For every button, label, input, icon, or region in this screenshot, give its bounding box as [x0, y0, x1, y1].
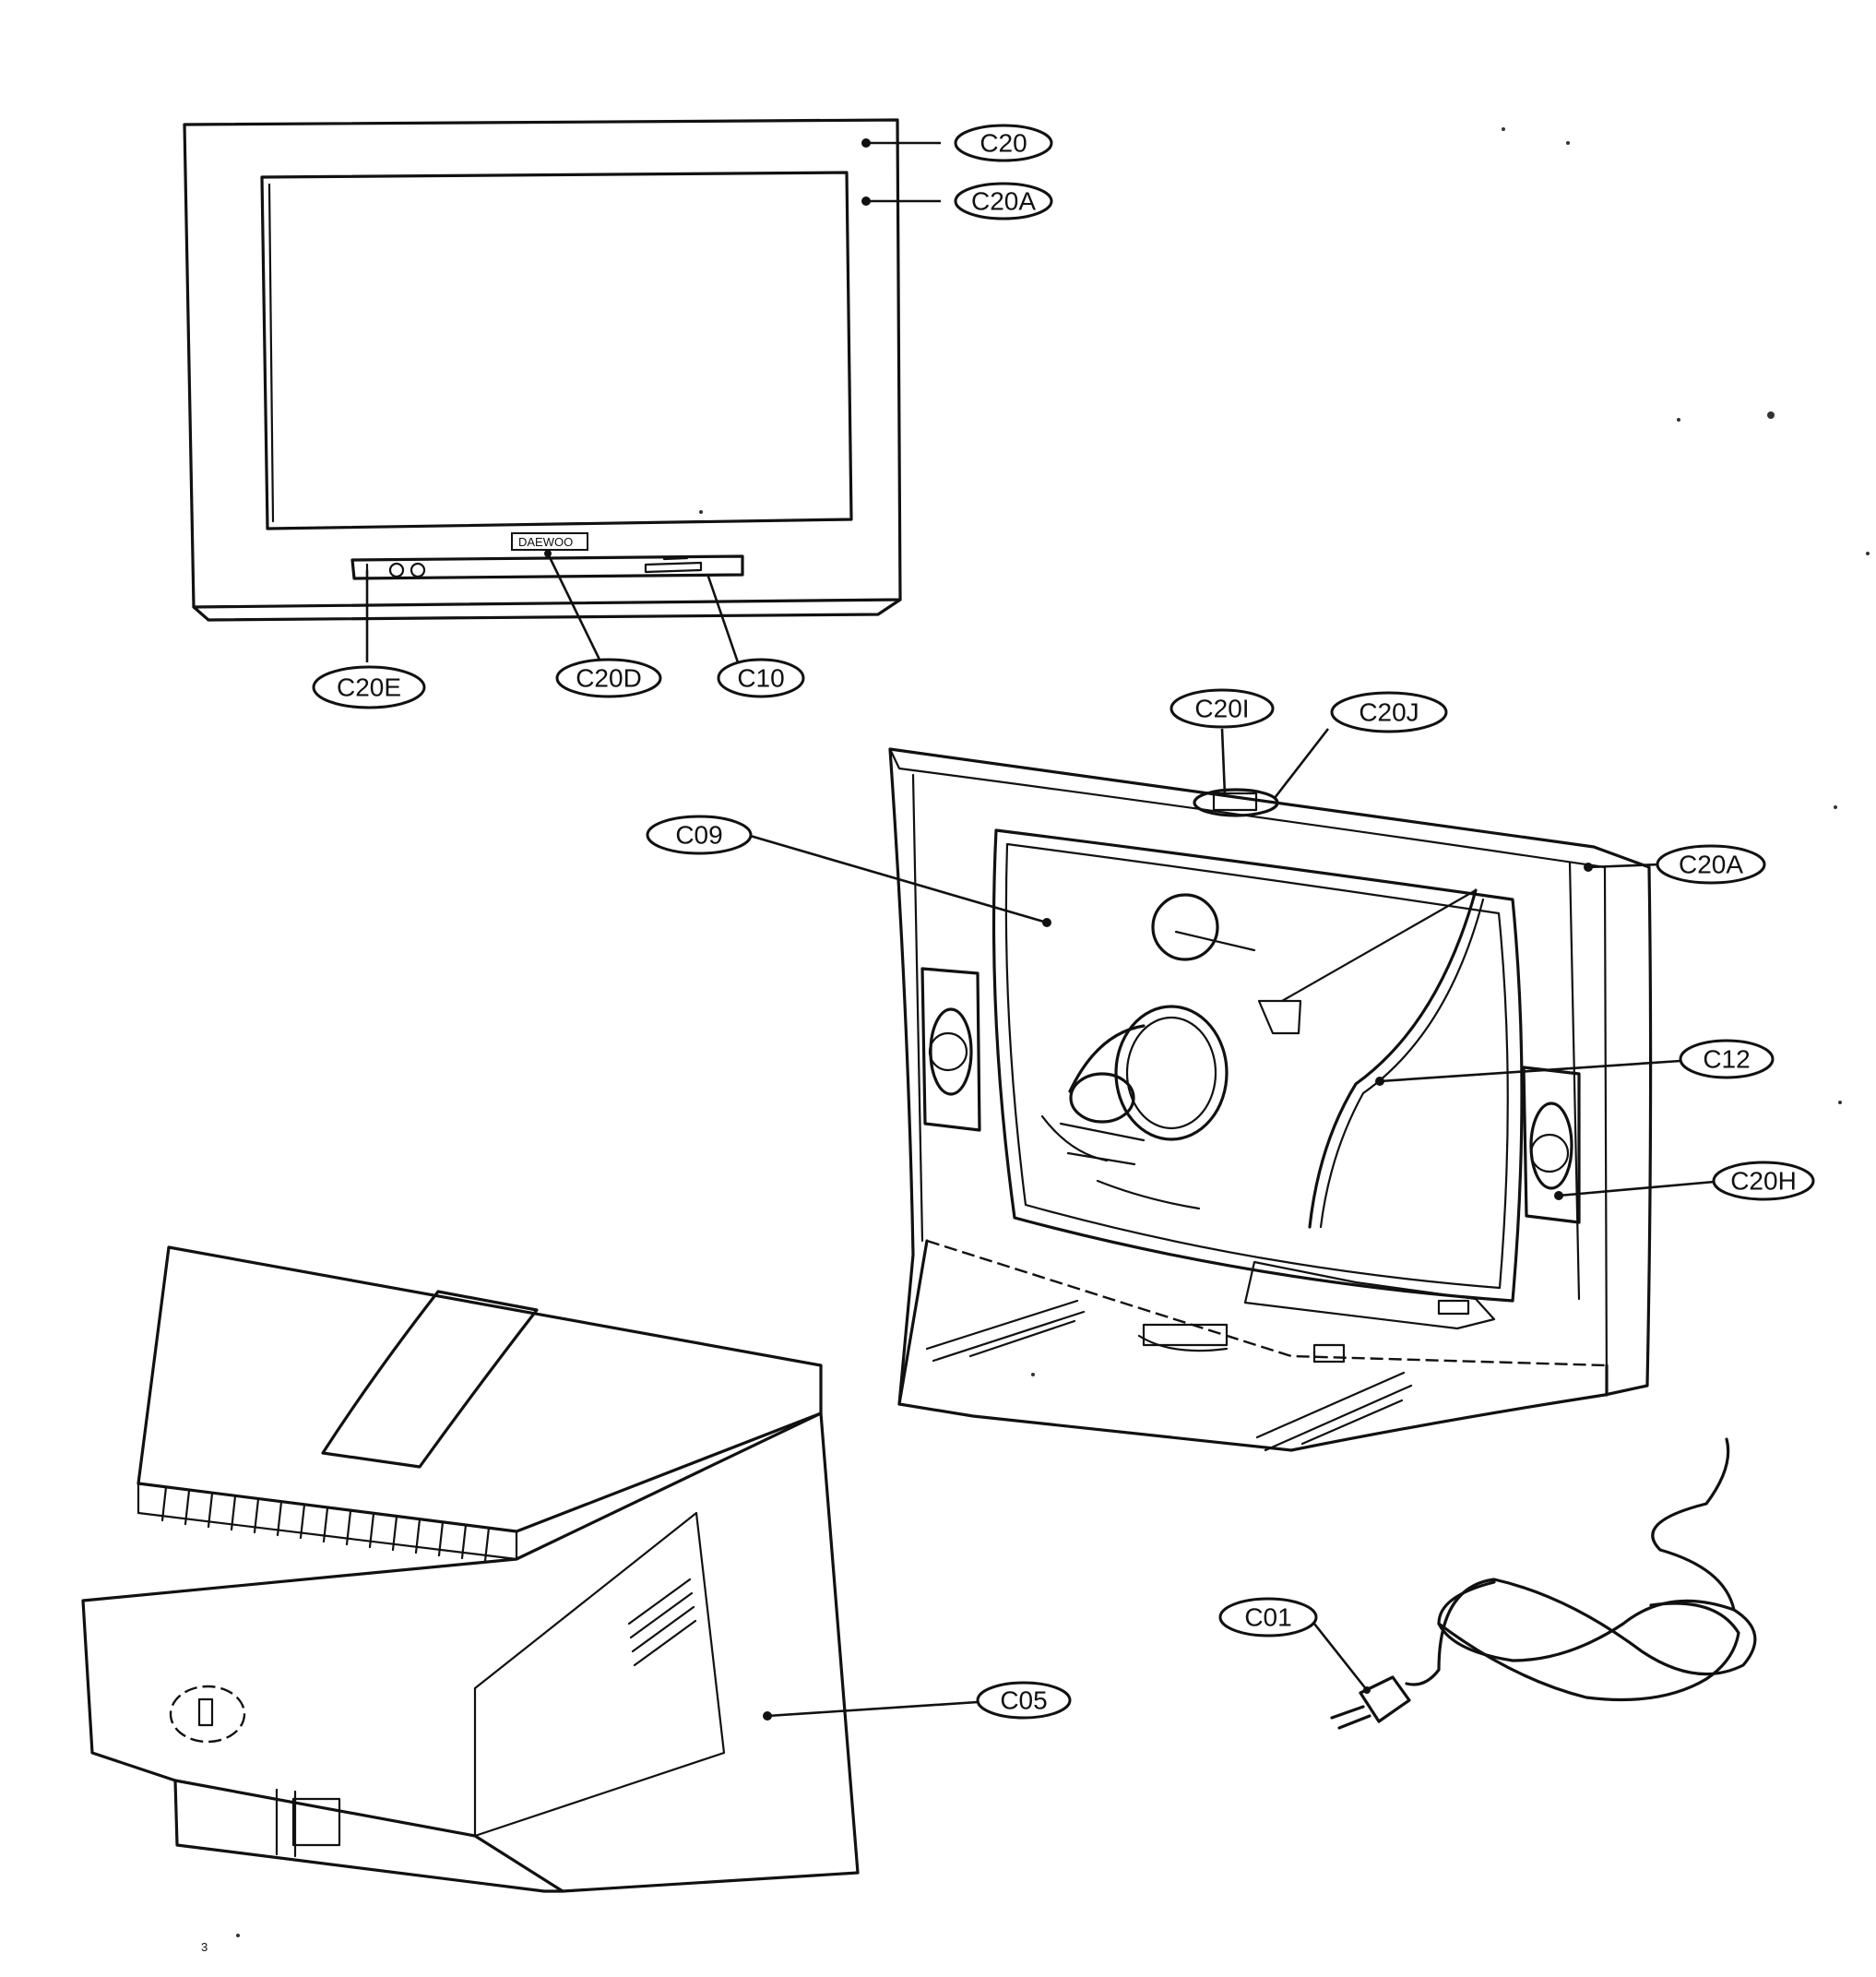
- callout-label: C20J: [1359, 698, 1419, 727]
- brand-badge: [511, 532, 588, 551]
- power-cord-view: [1312, 1437, 1757, 1730]
- callout-top-button: C20I: [1170, 688, 1275, 729]
- callout-label: C20A: [971, 187, 1036, 216]
- callout-front-mask: C20A: [954, 182, 1053, 220]
- callout-label: C05: [1000, 1686, 1047, 1715]
- callout-label: C12: [1703, 1045, 1750, 1074]
- callout-label: C10: [737, 664, 784, 693]
- back-cover-view: [81, 1245, 979, 1893]
- callout-control-door: C20E: [312, 665, 426, 709]
- page-mark: 3: [201, 1940, 208, 1954]
- callout-crt: C09: [646, 815, 753, 855]
- rear-chassis-view: [746, 728, 1726, 1452]
- callout-top-button-holder: C20J: [1330, 691, 1448, 733]
- callout-button-panel: C10: [717, 658, 805, 698]
- callout-label: C20I: [1194, 695, 1249, 723]
- callout-degauss-coil: C12: [1679, 1039, 1775, 1079]
- callout-brand-badge: C20D: [555, 658, 662, 698]
- scan-specks: [236, 127, 1870, 1937]
- callout-front-cabinet: C20: [954, 124, 1053, 162]
- callout-label: C01: [1244, 1603, 1291, 1632]
- vent-slots: [160, 1485, 491, 1563]
- callout-label: C20D: [576, 664, 642, 693]
- callout-label: C20H: [1730, 1167, 1797, 1196]
- front-cabinet-view: DAEWOO: [183, 118, 941, 663]
- callout-label: C20: [980, 129, 1027, 158]
- callout-speaker: C20H: [1712, 1161, 1815, 1201]
- callout-power-cord: C01: [1218, 1597, 1318, 1638]
- callout-label: C09: [675, 821, 722, 850]
- brand-text: DAEWOO: [518, 535, 573, 549]
- callout-back-cover: C05: [976, 1681, 1072, 1720]
- callout-mask-rear: C20A: [1656, 844, 1766, 885]
- side-vents: [627, 1578, 697, 1667]
- callout-label: C20A: [1679, 851, 1743, 879]
- callout-label: C20E: [337, 673, 401, 702]
